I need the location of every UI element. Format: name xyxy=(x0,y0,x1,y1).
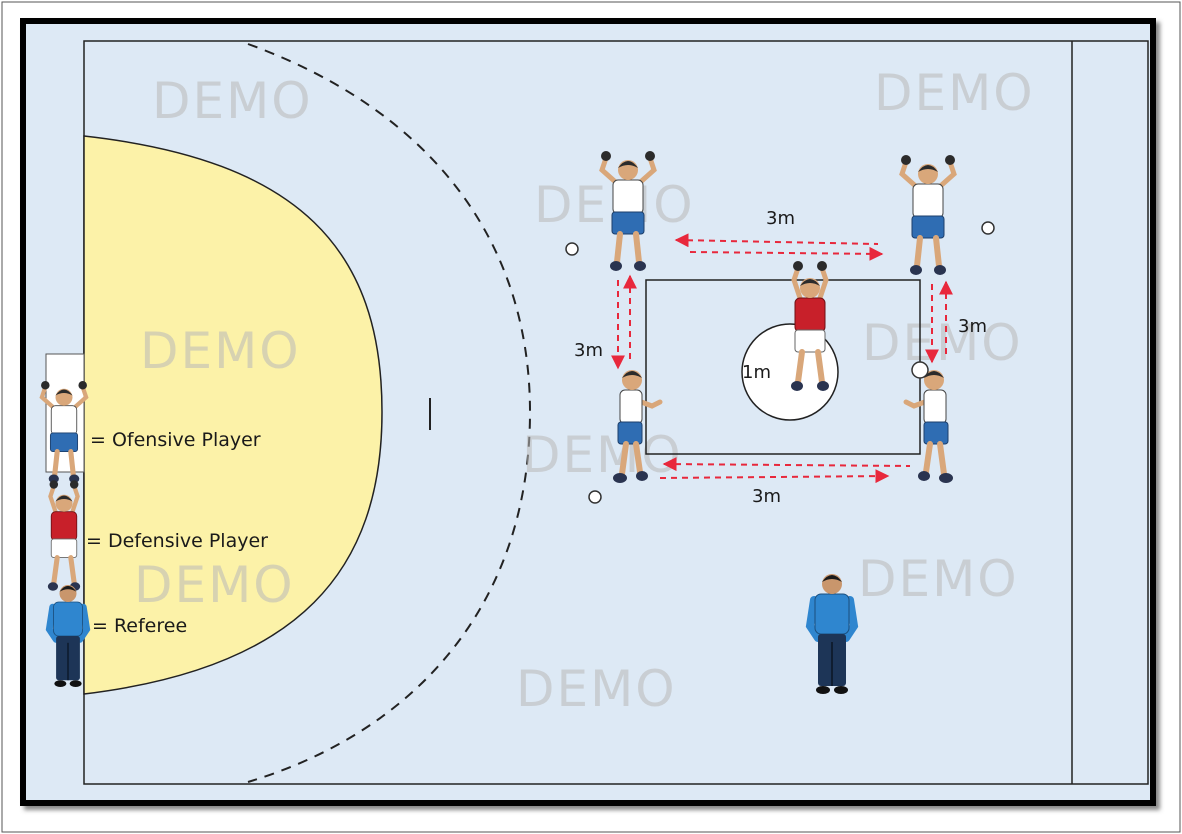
distance-label-circle: 1m xyxy=(742,362,771,383)
movement-arrows xyxy=(611,233,953,484)
watermark: DEMO xyxy=(134,556,295,614)
legend-referee-label: = Referee xyxy=(92,615,187,637)
legend-defensive-label: = Defensive Player xyxy=(86,530,268,552)
ball xyxy=(911,361,929,379)
cone-marker xyxy=(565,242,579,256)
arrow-bottom-return xyxy=(659,469,890,484)
arrow-bottom xyxy=(662,457,911,472)
distance-label-right: 3m xyxy=(958,316,987,337)
distance-label-top: 3m xyxy=(766,208,795,229)
legend-offensive-label: = Ofensive Player xyxy=(90,429,261,451)
distance-label-bottom: 3m xyxy=(752,486,781,507)
distance-label-left: 3m xyxy=(574,340,603,361)
free-throw-line xyxy=(247,43,532,783)
watermark: DEMO xyxy=(152,72,313,130)
watermark: DEMO xyxy=(140,322,301,380)
goal-area xyxy=(83,135,383,695)
watermark: DEMO xyxy=(516,660,677,718)
watermark: DEMO xyxy=(858,550,1019,608)
arrow-top xyxy=(674,233,879,248)
legend: = Ofensive Player = Defensive Player = R… xyxy=(41,381,268,687)
watermark: DEMO xyxy=(874,64,1035,122)
watermark: DEMO xyxy=(862,314,1023,372)
cone-marker xyxy=(588,490,602,504)
cone-marker xyxy=(981,221,995,235)
watermark: DEMO xyxy=(522,426,683,484)
